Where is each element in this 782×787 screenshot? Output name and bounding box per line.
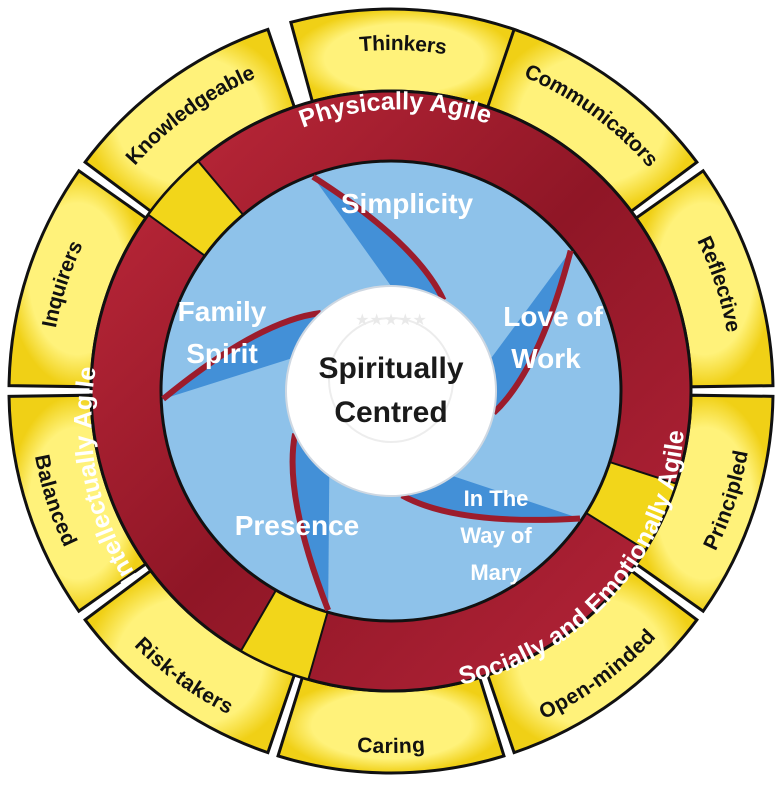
blue-segment-divider [400,492,581,523]
blue-segment-divider [289,433,331,612]
center-line-2: Centred [334,396,447,429]
blue-segment-shade [292,433,330,611]
svg-text:★★★★★: ★★★★★ [355,312,427,329]
blue-labels: Simplicity Love of Work In The Way of Ma… [178,188,604,585]
blue-segment-divider [161,309,322,402]
segment-family-spirit-line-2: Spirit [186,338,258,369]
segment-simplicity: Simplicity [341,188,474,219]
center-line-1: Spiritually [318,352,463,385]
center-circle [285,285,497,497]
segment-family-spirit-line-1: Family [178,296,267,327]
blue-segment-shade [163,312,321,399]
segment-love-of-work-line-1: Love of [503,301,603,332]
outer-label-caring: Caring [356,733,425,758]
blue-segment-divider [311,174,447,302]
blue-segment-divider [491,249,574,416]
segment-way-of-mary-line-2: Way of [460,523,532,548]
segment-way-of-mary-line-1: In The [464,486,529,511]
segment-way-of-mary-line-3: Mary [470,560,522,585]
outer-ring [7,7,775,775]
center-watermark: ★★★★★ [328,312,454,443]
outer-label-thinkers: Thinkers [359,32,449,59]
center-hub: ★★★★★ Spiritually Centred [285,285,497,497]
segment-love-of-work-line-2: Work [511,343,581,374]
blue-segment-shade [490,250,571,413]
segment-presence: Presence [235,510,360,541]
blue-segment-shade [313,176,444,301]
